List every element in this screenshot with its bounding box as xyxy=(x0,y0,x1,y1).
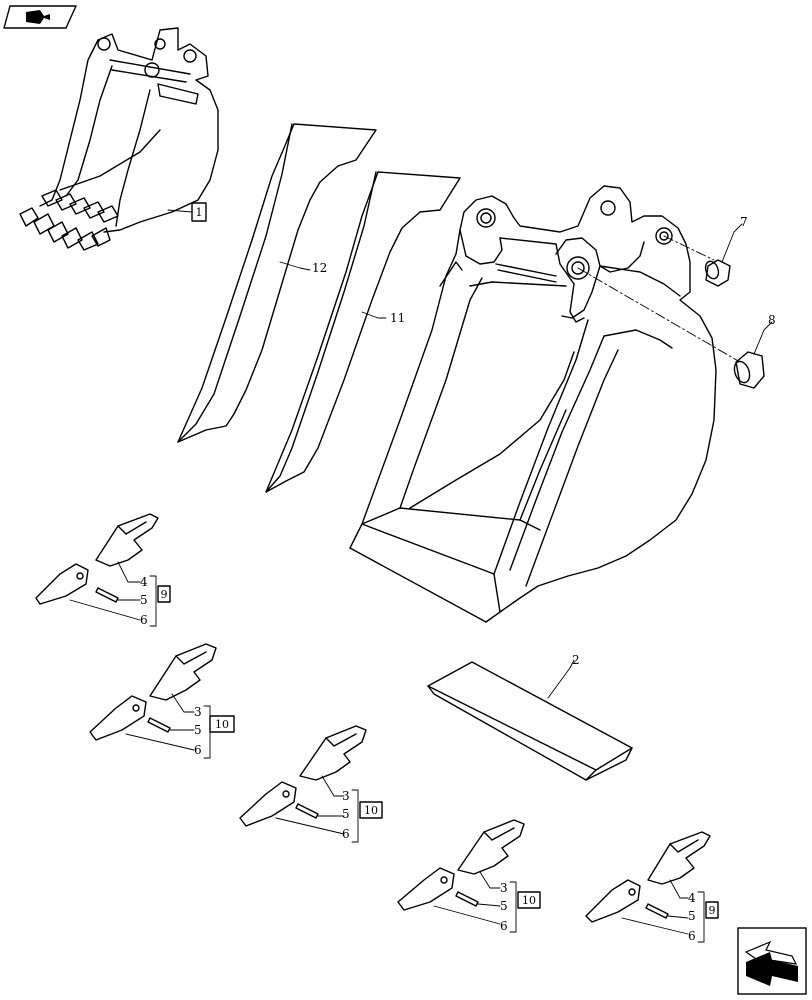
bushing-8: 8 xyxy=(733,313,776,389)
g2-label-a: 3 xyxy=(194,705,202,719)
g4-label-b: 5 xyxy=(500,899,508,913)
callout-8-label: 8 xyxy=(768,313,776,327)
side-plate-11: 11 xyxy=(265,171,461,493)
tooth-group-5: 4 5 6 9 xyxy=(585,831,719,943)
tooth-group-2: 3 5 6 10 xyxy=(89,643,235,759)
g4-label-a: 3 xyxy=(500,881,508,895)
g1-label-b: 5 xyxy=(140,593,148,607)
next-page-arrow-icon[interactable] xyxy=(737,927,807,995)
g3-ref-label: 10 xyxy=(364,804,378,817)
callout-7-label: 7 xyxy=(740,215,748,229)
tooth-group-3: 3 5 6 10 xyxy=(239,725,383,843)
tooth-group-4: 3 5 6 10 xyxy=(397,819,541,933)
g2-label-b: 5 xyxy=(194,723,202,737)
tooth-group-1: 4 5 6 9 xyxy=(35,513,171,627)
g4-label-c: 6 xyxy=(500,919,508,933)
g4-ref-label: 10 xyxy=(522,894,536,907)
g5-label-c: 6 xyxy=(688,929,696,943)
g2-ref-label: 10 xyxy=(215,718,229,731)
callout-11-label: 11 xyxy=(390,311,405,325)
g1-ref-label: 9 xyxy=(161,588,168,601)
g5-label-a: 4 xyxy=(688,891,696,905)
g1-label-a: 4 xyxy=(140,575,148,589)
callout-2-label: 2 xyxy=(572,653,580,667)
small-bucket-assembly: 1 xyxy=(19,27,219,251)
side-plate-12: 12 xyxy=(177,123,377,443)
g3-label-b: 5 xyxy=(342,807,350,821)
g5-ref-label: 9 xyxy=(709,904,716,917)
g3-label-a: 3 xyxy=(342,789,350,803)
book-with-arrow-icon[interactable] xyxy=(3,5,77,29)
large-bucket xyxy=(349,185,741,623)
g3-label-c: 6 xyxy=(342,827,350,841)
cutting-edge-2: 2 xyxy=(427,653,633,781)
g1-label-c: 6 xyxy=(140,613,148,627)
bushing-7: 7 xyxy=(704,215,748,287)
g5-label-b: 5 xyxy=(688,909,696,923)
callout-12-label: 12 xyxy=(312,261,327,275)
callout-1-label: 1 xyxy=(196,206,203,219)
g2-label-c: 6 xyxy=(194,743,202,757)
